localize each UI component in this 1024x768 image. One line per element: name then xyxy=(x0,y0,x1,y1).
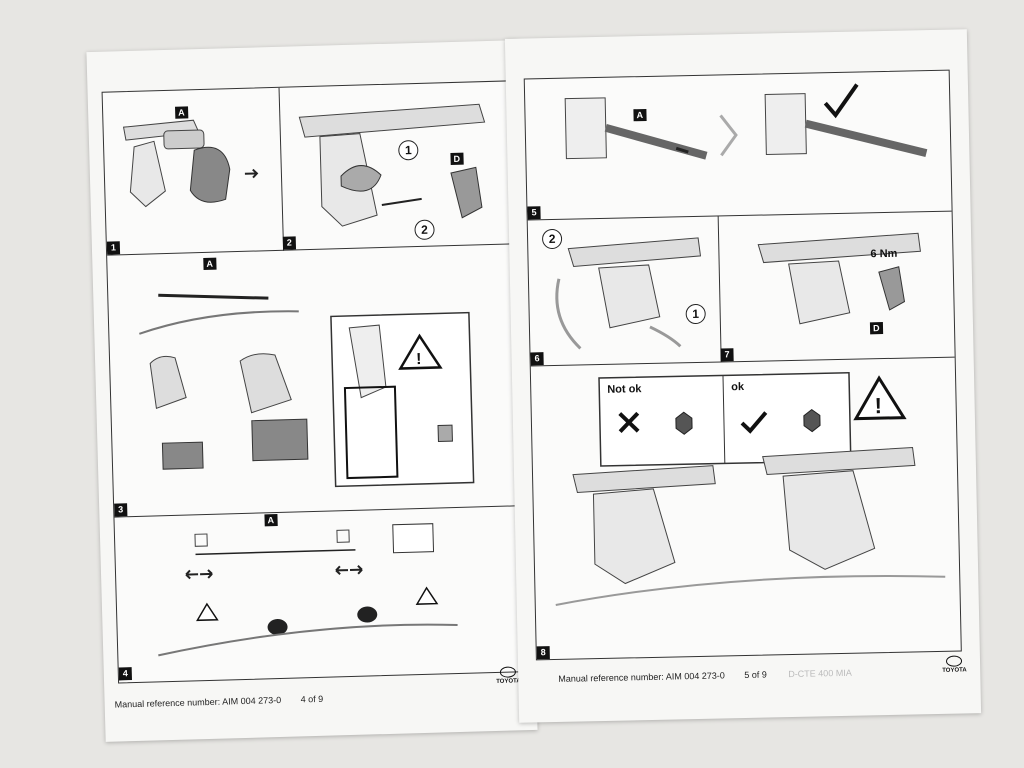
page-number: 5 of 9 xyxy=(744,669,767,681)
left-manual-page: A 1 1 2 D 2 xyxy=(86,40,538,742)
warning-icon xyxy=(196,602,219,622)
label-d: D xyxy=(450,152,464,166)
step-3-illustration: ! xyxy=(139,293,475,488)
step-2-illustration xyxy=(298,103,486,227)
label-a: A xyxy=(633,108,647,122)
step-number: 5 xyxy=(527,206,541,220)
step-2-panel: 1 2 D 2 xyxy=(278,81,511,251)
step-number: 6 xyxy=(530,352,544,366)
step-number: 1 xyxy=(106,241,121,255)
label-a: A xyxy=(203,257,217,270)
step-number: 8 xyxy=(536,646,550,660)
manual-reference: Manual reference number: AIM 004 273-0 xyxy=(114,694,282,710)
checkmark-icon xyxy=(740,411,768,434)
toyota-logo: TOYOTA xyxy=(496,666,521,685)
warning-icon xyxy=(415,586,439,605)
step-4-panel: A 4 xyxy=(114,505,522,681)
step-4-illustration xyxy=(158,523,458,657)
step-1-illustration xyxy=(122,119,259,208)
toyota-emblem-icon xyxy=(946,655,963,667)
step-7-illustration xyxy=(757,232,921,325)
toyota-logo: TOYOTA xyxy=(942,655,967,674)
not-ok-label: Not ok xyxy=(607,383,642,396)
page-number: 4 of 9 xyxy=(300,693,324,705)
step-number: 2 xyxy=(282,236,297,250)
step-number: 3 xyxy=(114,503,128,517)
step-6-panel: 2 1 6 xyxy=(527,215,722,367)
toyota-emblem-icon xyxy=(499,666,517,678)
step-1-panel: A 1 xyxy=(102,87,285,256)
svg-text:!: ! xyxy=(874,393,882,418)
arrow-icon xyxy=(719,114,738,157)
cross-icon xyxy=(618,411,640,433)
step-7-panel: 6 Nm D 7 xyxy=(717,210,955,363)
manual-reference: Manual reference number: AIM 004 273-0 xyxy=(558,670,725,684)
step-number: 7 xyxy=(720,348,734,362)
label-d: D xyxy=(869,322,883,335)
step-6-illustration xyxy=(555,237,702,350)
step-5-panel: A 5 xyxy=(524,70,952,221)
warning-icon xyxy=(398,333,443,370)
torque-value: 6 Nm xyxy=(870,247,898,261)
brand-text: TOYOTA xyxy=(942,667,967,674)
brand-text: TOYOTA xyxy=(496,678,521,685)
svg-text:!: ! xyxy=(416,351,422,368)
step-3-panel: ! A 3 xyxy=(107,243,519,518)
instruction-frame: A 5 2 1 6 6 Nm D 7 xyxy=(523,69,962,661)
ok-label: ok xyxy=(731,380,745,394)
step-8-panel: ! Not ok ok 8 xyxy=(531,357,961,660)
bleed-through-text: D-CTE 400 MIA xyxy=(788,667,852,680)
step-5-illustration xyxy=(564,83,928,160)
instruction-frame: A 1 1 2 D 2 xyxy=(101,80,524,684)
label-a: A xyxy=(264,514,278,527)
step-8-illustration: ! xyxy=(555,372,946,606)
warning-icon xyxy=(853,375,907,421)
right-manual-page: A 5 2 1 6 6 Nm D 7 xyxy=(504,29,982,723)
checkmark-icon xyxy=(823,83,859,119)
label-a: A xyxy=(175,106,188,119)
step-number: 4 xyxy=(118,667,133,681)
